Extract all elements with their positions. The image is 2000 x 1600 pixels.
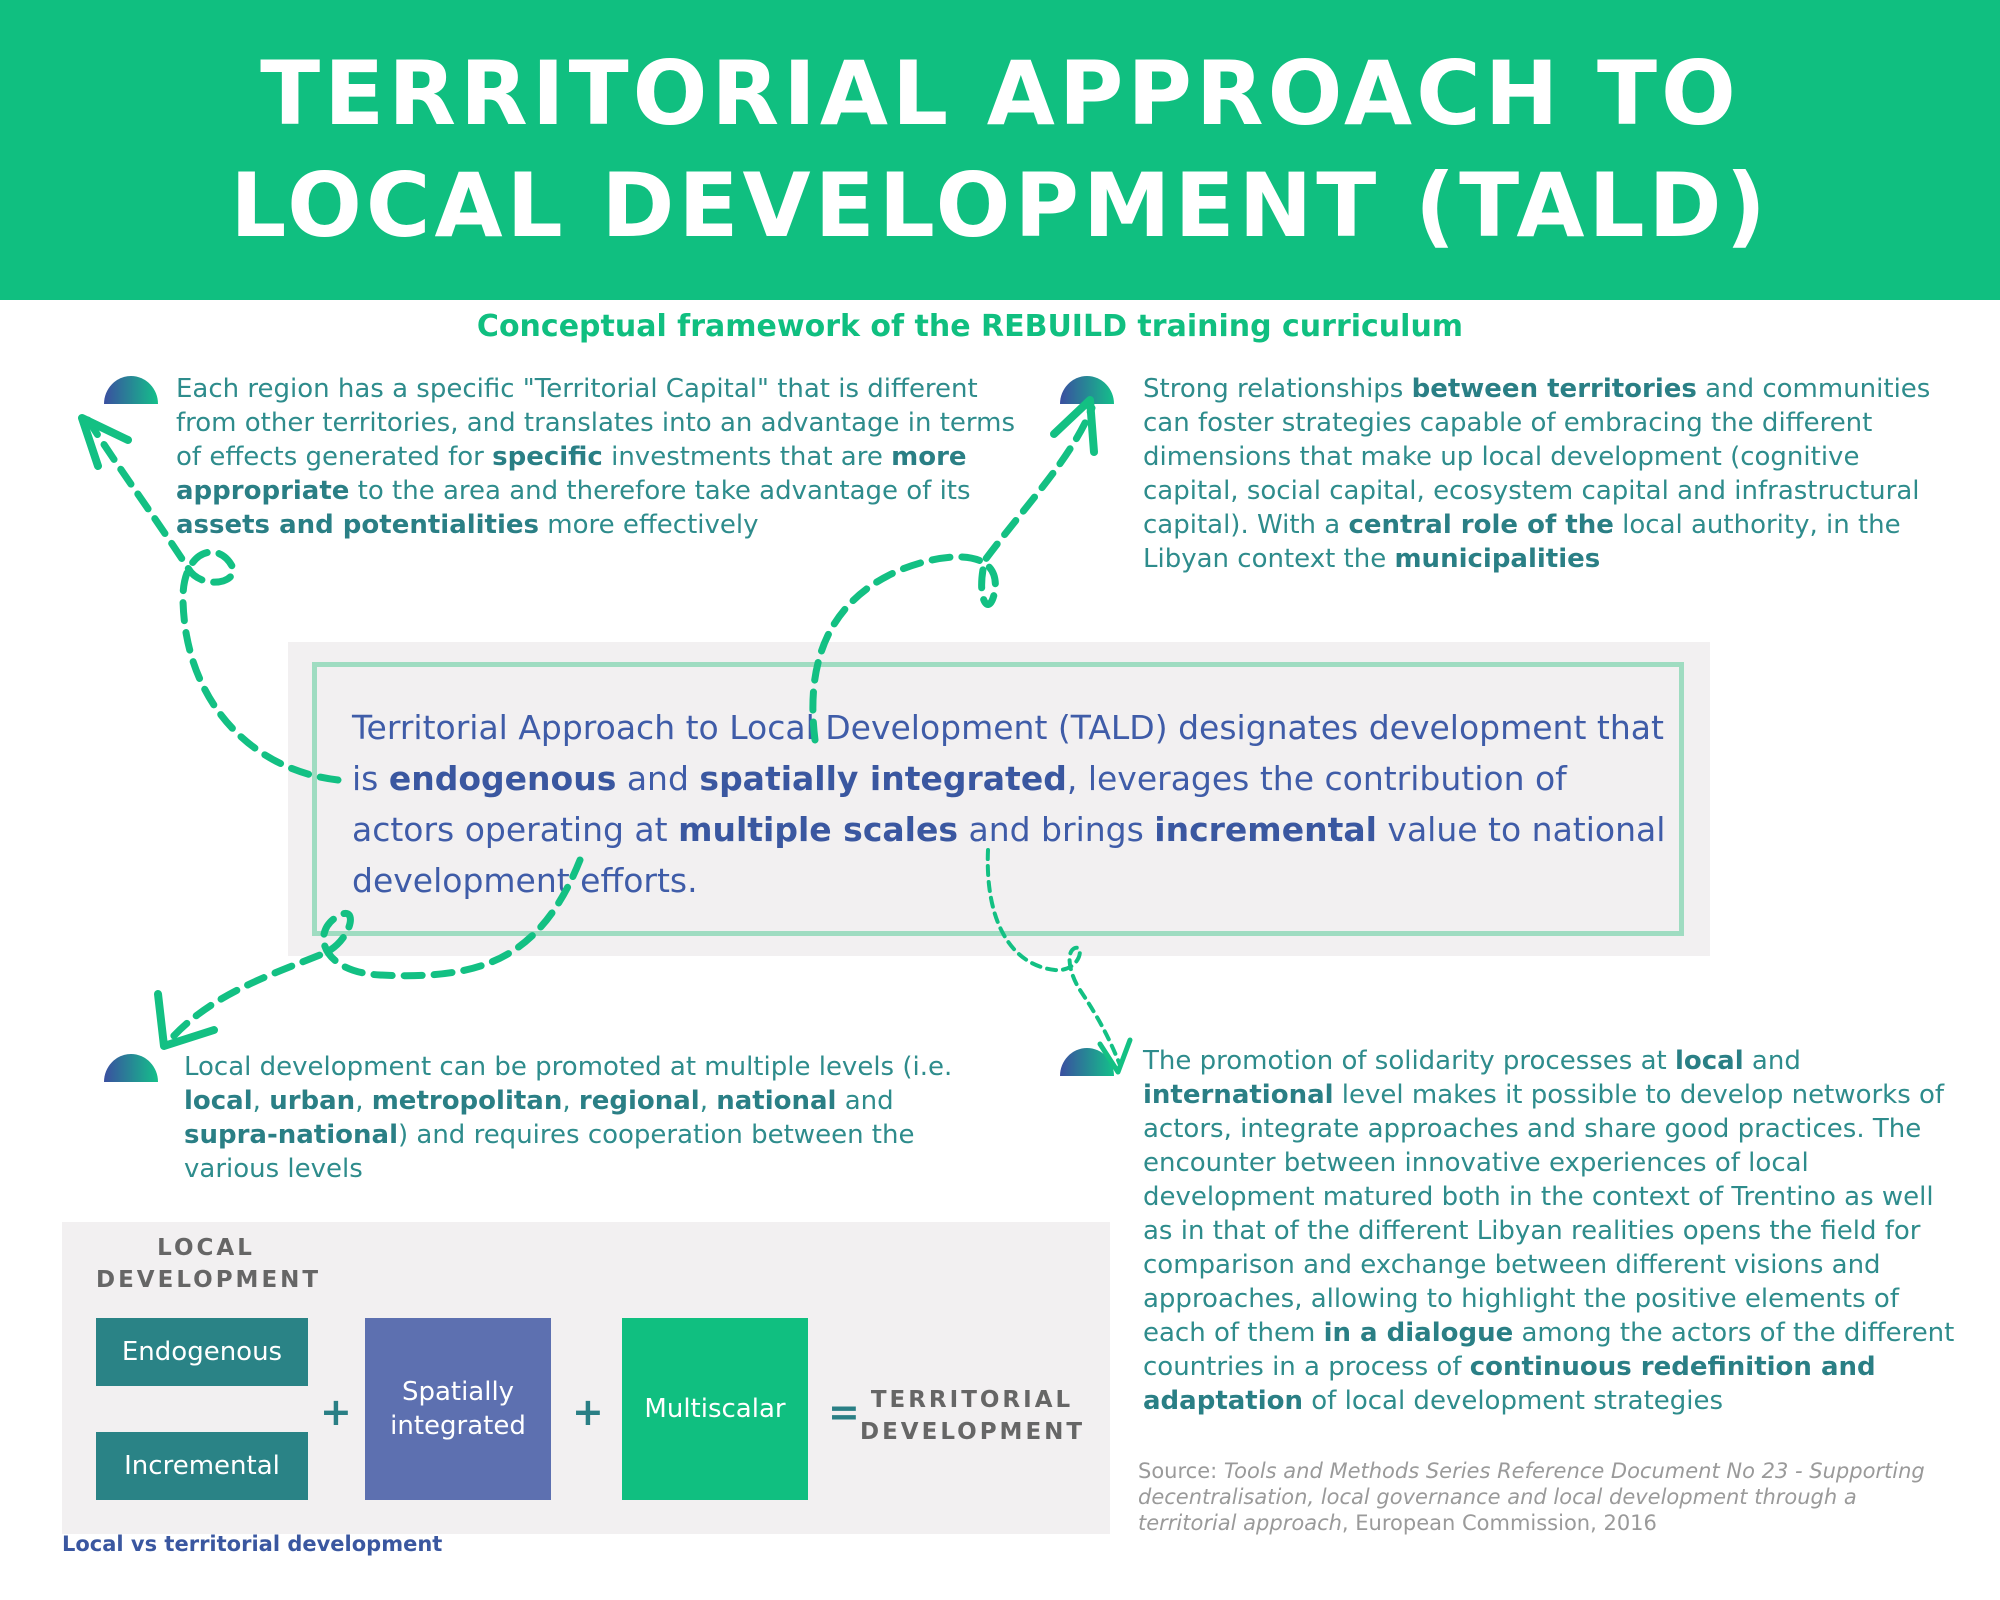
emphasis-text: metropolitan xyxy=(371,1086,563,1116)
emphasis-text: municipalities xyxy=(1394,544,1601,574)
body-text: Territorial Approach to Local Developmen… xyxy=(352,708,1664,798)
emphasis-text: supra-national xyxy=(184,1120,398,1150)
plus-sign: + xyxy=(320,1390,352,1434)
body-text: more effectively xyxy=(539,510,759,540)
body-text: and brings xyxy=(957,810,1155,849)
paragraph-territorial-capital: Each region has a specific "Territorial … xyxy=(176,372,1016,542)
body-text: investments that are xyxy=(602,442,892,472)
source-citation: Source: Tools and Methods Series Referen… xyxy=(1138,1458,1958,1536)
body-text: , xyxy=(699,1086,717,1116)
emphasis-text: national xyxy=(716,1086,837,1116)
arrowhead-bottom-left xyxy=(154,990,218,1050)
body-text: to the area and therefore take advantage… xyxy=(349,476,971,506)
header-banner: TERRITORIAL APPROACH TO LOCAL DEVELOPMEN… xyxy=(0,0,2000,300)
emphasis-text: more appropriate xyxy=(176,442,967,506)
page-subtitle: Conceptual framework of the REBUILD trai… xyxy=(476,309,1464,344)
emphasis-text: spatially integrated xyxy=(699,759,1067,798)
page-title-line1: TERRITORIAL APPROACH TO xyxy=(260,42,1740,145)
body-text: , xyxy=(252,1086,270,1116)
arrow-to-top-left xyxy=(84,416,342,784)
source-prefix: Source: xyxy=(1138,1459,1224,1483)
emphasis-text: central role of the xyxy=(1348,510,1614,540)
body-text: Each region has a specific "Territorial … xyxy=(176,374,1016,472)
territorial-development-title: TERRITORIAL DEVELOPMENT xyxy=(860,1387,1086,1445)
paragraph-multiple-levels: Local development can be promoted at mul… xyxy=(184,1050,984,1186)
arrow-to-bottom-left xyxy=(166,856,584,1044)
emphasis-text: between territories xyxy=(1411,374,1697,404)
emphasis-text: assets and potentialities xyxy=(176,510,540,540)
arrowhead-bottom-right xyxy=(1097,1037,1133,1075)
arrow-to-top-right xyxy=(809,404,1096,744)
semicircle-bullet-icon xyxy=(1060,376,1114,404)
tald-definition-text: Territorial Approach to Local Developmen… xyxy=(352,702,1672,906)
body-text: and xyxy=(1743,1046,1801,1076)
body-text: value to national development efforts. xyxy=(352,810,1666,900)
emphasis-text: multiple scales xyxy=(678,810,958,849)
definition-frame xyxy=(312,662,1684,936)
emphasis-text: local xyxy=(184,1086,253,1116)
emphasis-text: urban xyxy=(269,1086,356,1116)
body-text: and xyxy=(616,759,700,798)
arrowhead-top-right xyxy=(1050,396,1098,456)
local-development-title: LOCAL DEVELOPMENT xyxy=(96,1235,322,1293)
equals-sign: = xyxy=(828,1390,860,1434)
plus-sign: + xyxy=(572,1390,604,1434)
body-text: , leverages the contribution of actors o… xyxy=(352,759,1567,849)
body-text: The promotion of solidarity processes at xyxy=(1143,1046,1675,1076)
emphasis-text: continuous redefinition and adaptation xyxy=(1143,1352,1876,1416)
arrow-to-bottom-right xyxy=(985,848,1122,1067)
panel-caption: Local vs territorial development xyxy=(62,1532,443,1556)
semicircle-bullet-icon xyxy=(104,376,158,404)
emphasis-text: international xyxy=(1143,1080,1334,1110)
emphasis-text: in a dialogue xyxy=(1323,1318,1514,1348)
body-text: among the actors of the different countr… xyxy=(1143,1318,1955,1382)
body-text: ) and requires cooperation between the v… xyxy=(184,1120,915,1184)
emphasis-text: local xyxy=(1674,1046,1744,1076)
body-text: of local development strategies xyxy=(1303,1386,1724,1416)
body-text: and xyxy=(836,1086,894,1116)
paragraph-relationships-between-territories: Strong relationships between territories… xyxy=(1143,372,1963,576)
body-text: Strong relationships xyxy=(1143,374,1412,404)
body-text: , xyxy=(355,1086,372,1116)
paragraph-solidarity-processes: The promotion of solidarity processes at… xyxy=(1143,1044,1963,1418)
arrowhead-top-left xyxy=(78,414,132,470)
page-title-line2: LOCAL DEVELOPMENT (TALD) xyxy=(230,154,1770,257)
emphasis-text: specific xyxy=(492,442,603,472)
semicircle-bullet-icon xyxy=(104,1054,158,1082)
source-title: Tools and Methods Series Reference Docum… xyxy=(1138,1459,1925,1535)
box-spatially-integrated: Spatially integrated xyxy=(365,1318,551,1500)
box-endogenous: Endogenous xyxy=(96,1318,308,1386)
body-text: local authority, in the Libyan context t… xyxy=(1143,510,1901,574)
body-text: level makes it possible to develop netwo… xyxy=(1143,1080,1945,1348)
box-incremental: Incremental xyxy=(96,1432,308,1500)
definition-panel xyxy=(288,642,1710,956)
body-text: , xyxy=(562,1086,579,1116)
source-suffix: , European Commission, 2016 xyxy=(1341,1511,1657,1535)
box-multiscalar: Multiscalar xyxy=(622,1318,808,1500)
body-text: Local development can be promoted at mul… xyxy=(184,1052,953,1082)
emphasis-text: incremental xyxy=(1154,810,1377,849)
semicircle-bullet-icon xyxy=(1060,1048,1114,1076)
emphasis-text: regional xyxy=(578,1086,700,1116)
body-text: and communities can foster strategies ca… xyxy=(1143,374,1931,540)
emphasis-text: endogenous xyxy=(388,759,617,798)
